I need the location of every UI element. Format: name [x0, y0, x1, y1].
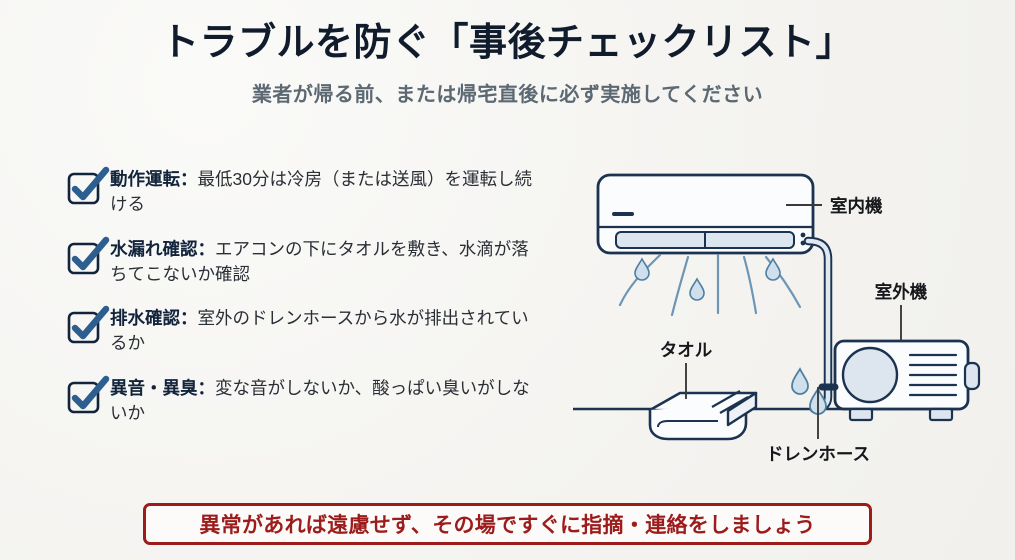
checklist-item-text: 異音・異臭：変な音がしないか、酸っぱい臭いがしないか — [110, 375, 546, 426]
checklist-item[interactable]: 排水確認：室外のドレンホースから水が排出されているか — [66, 305, 546, 356]
label-towel: タオル — [660, 340, 713, 360]
checklist-item-body: エアコンの下にタオルを敷き、水滴が落ちてこないか確認 — [110, 238, 529, 284]
ac-diagram: 室内機 室外機 タオル ドレンホース — [560, 155, 1015, 485]
label-outdoor-unit: 室外機 — [875, 282, 928, 302]
outdoor-unit-graphic — [818, 339, 981, 422]
checkbox-checked-icon[interactable] — [66, 306, 110, 347]
page-title: トラブルを防ぐ「事後チェックリスト」 — [160, 22, 854, 64]
checklist-item-body: 最低30分は冷房（または送風）を運転し続ける — [110, 169, 532, 214]
indoor-unit-graphic — [596, 173, 815, 255]
label-indoor-unit: 室内機 — [830, 196, 883, 216]
checklist-item[interactable]: 動作運転：最低30分は冷房（または送風）を運転し続ける — [66, 166, 546, 217]
checklist-item-lead: 動作運転： — [110, 169, 198, 189]
checklist: 動作運転：最低30分は冷房（または送風）を運転し続ける 水漏れ確認：エアコンの下… — [66, 166, 546, 445]
checklist-item-lead: 排水確認： — [110, 308, 198, 329]
checklist-item-body: 室外のドレンホースから水が排出されているか — [110, 308, 529, 354]
checkbox-checked-icon[interactable] — [66, 166, 110, 208]
checklist-item-body: 変な音がしないか、酸っぱい臭いがしないか — [110, 378, 530, 423]
checklist-item-text: 排水確認：室外のドレンホースから水が排出されているか — [110, 305, 546, 356]
checklist-item-lead: 水漏れ確認： — [110, 238, 215, 259]
checklist-item[interactable]: 異音・異臭：変な音がしないか、酸っぱい臭いがしないか — [66, 375, 546, 426]
warning-banner: 異常があれば遠慮せず、その場ですぐに指摘・連絡をしましょう — [143, 503, 872, 545]
checklist-item-text: 動作運転：最低30分は冷房（または送風）を運転し続ける — [110, 166, 546, 217]
checklist-item-lead: 異音・異臭： — [110, 378, 215, 399]
header: トラブルを防ぐ「事後チェックリスト」 業者が帰る前、または帰宅直後に必ず実施して… — [0, 22, 1015, 107]
towel-graphic — [648, 390, 758, 441]
label-drain-hose: ドレンホース — [766, 444, 870, 464]
checklist-item[interactable]: 水漏れ確認：エアコンの下にタオルを敷き、水滴が落ちてこないか確認 — [66, 236, 546, 287]
warning-banner-text: 異常があれば遠慮せず、その場ですぐに指摘・連絡をしましょう — [199, 514, 816, 537]
checklist-item-text: 水漏れ確認：エアコンの下にタオルを敷き、水滴が落ちてこないか確認 — [110, 236, 546, 287]
water-droplets-indoor — [634, 257, 781, 301]
checkbox-checked-icon[interactable] — [66, 375, 110, 417]
checkbox-checked-icon[interactable] — [66, 236, 110, 278]
water-droplets-drain — [791, 367, 827, 415]
page-subtitle: 業者が帰る前、または帰宅直後に必ず実施してください — [251, 83, 764, 106]
